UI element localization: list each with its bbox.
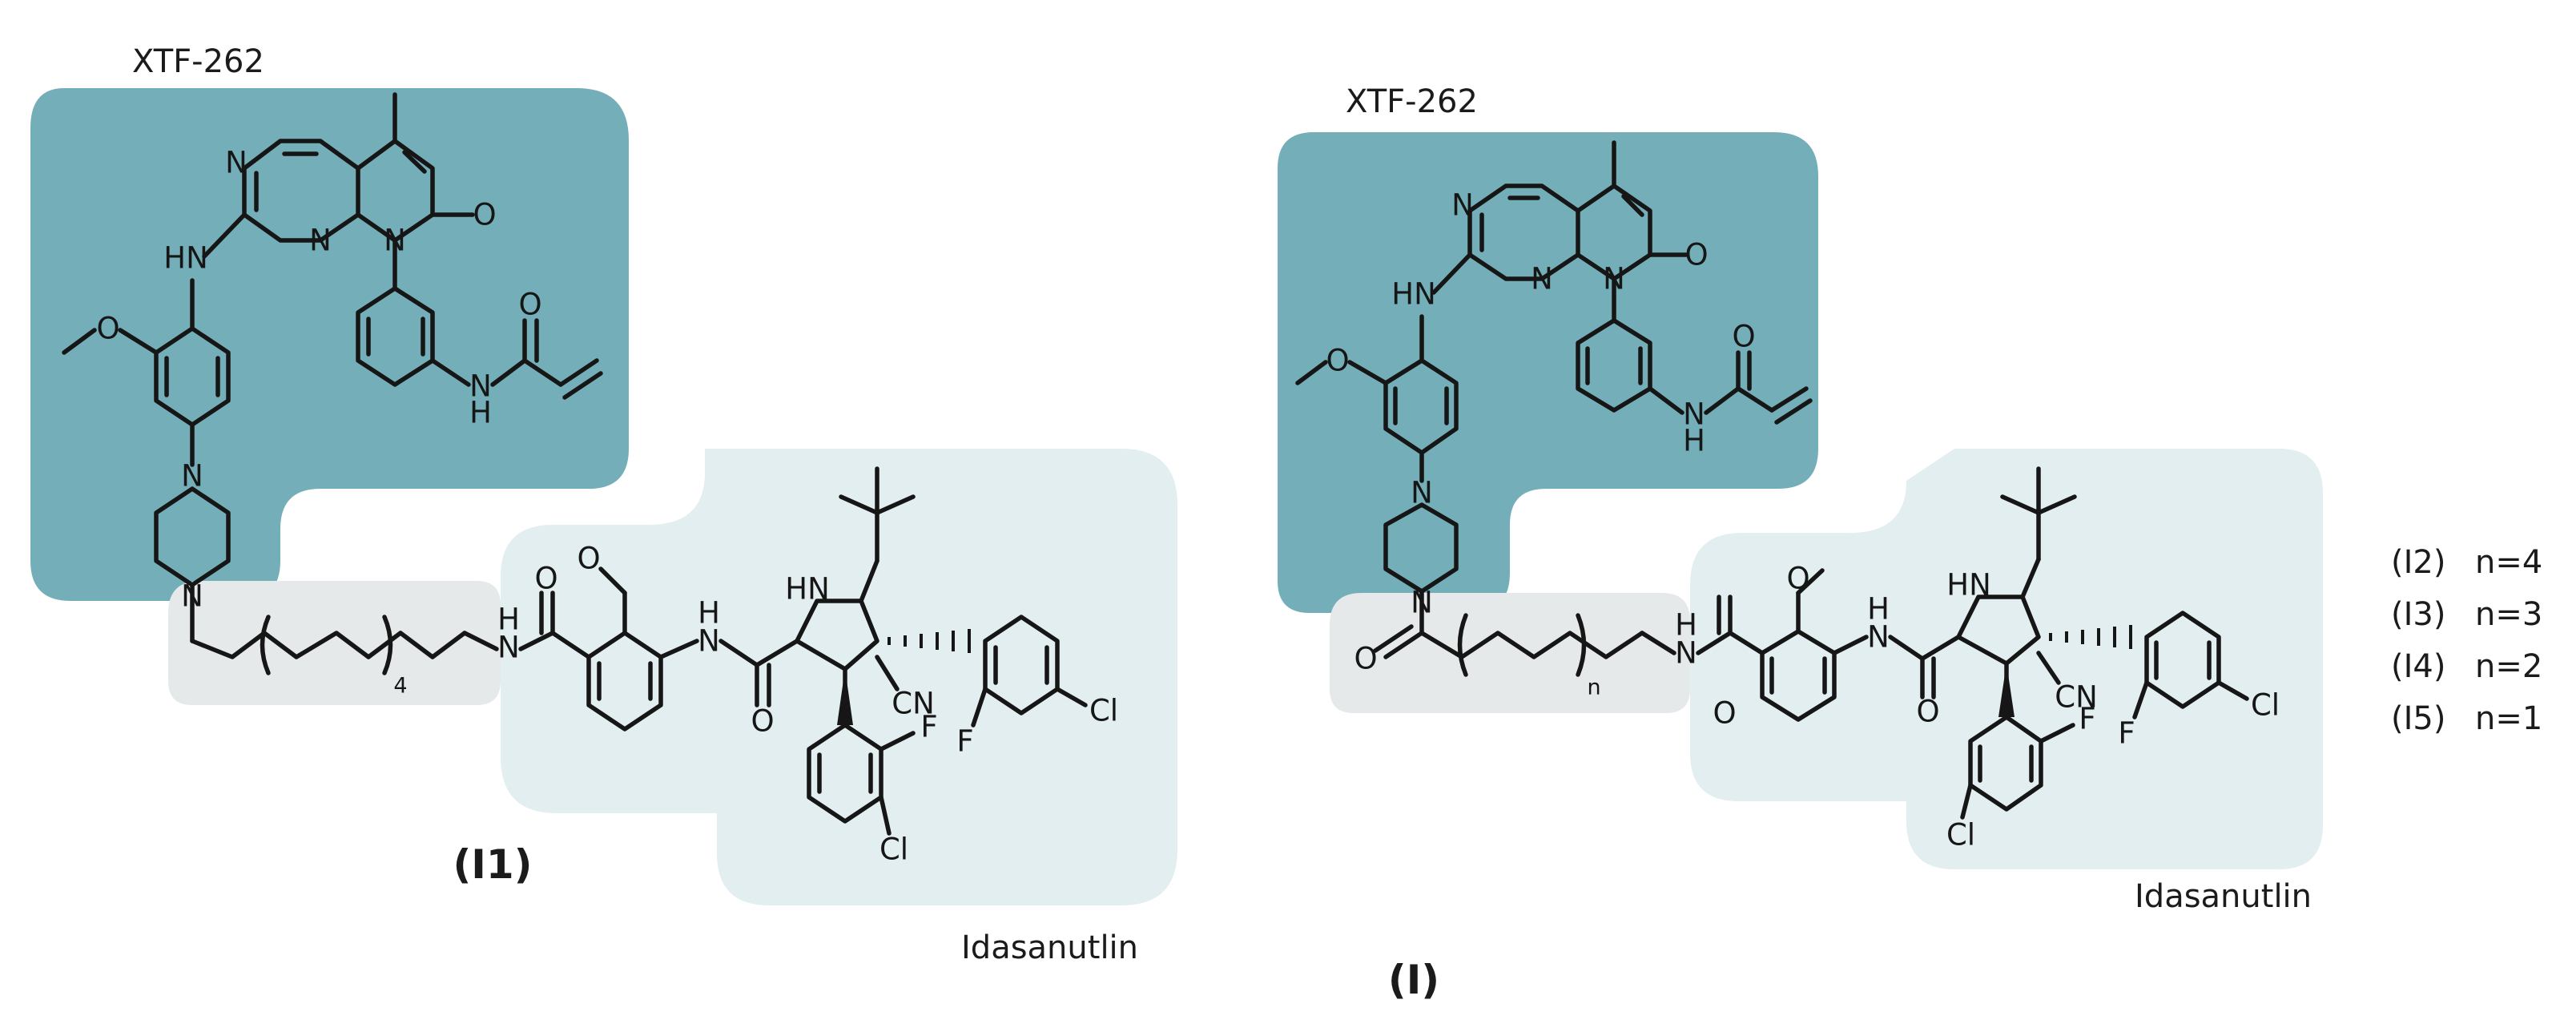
- svg-text:O: O: [751, 704, 774, 739]
- svg-text:N: N: [698, 624, 720, 659]
- xtf262-label-right: XTF-262: [1346, 83, 1478, 120]
- svg-text:N: N: [225, 146, 248, 180]
- svg-text:H: H: [698, 596, 720, 631]
- svg-text:HN: HN: [1946, 568, 1991, 603]
- idasanutlin-region-left: [501, 449, 1177, 905]
- series-item: (I4) n=2: [2391, 648, 2542, 685]
- svg-text:H: H: [469, 396, 492, 430]
- series-item: (I3) n=3: [2391, 596, 2542, 633]
- linker-region-left: [168, 581, 501, 705]
- series-list: (I2) n=4 (I3) n=3 (I4) n=2 (I5) n=1: [2391, 544, 2542, 737]
- svg-text:F: F: [956, 724, 973, 759]
- linker-region-right: [1330, 593, 1690, 713]
- svg-text:n=2: n=2: [2475, 648, 2542, 685]
- svg-text:H: H: [1683, 424, 1705, 458]
- xtf262-label-left: XTF-262: [132, 43, 264, 80]
- svg-text:F: F: [2079, 702, 2095, 736]
- svg-text:N: N: [309, 224, 332, 258]
- atom-labels-right: N N N O HN O N N N H O O n N H O O N H O…: [1326, 188, 2280, 853]
- svg-text:O: O: [518, 288, 541, 322]
- svg-text:O: O: [1354, 642, 1377, 676]
- svg-text:HN: HN: [1391, 277, 1436, 312]
- xtf262-region-right: [1278, 132, 1818, 613]
- svg-text:n: n: [1587, 675, 1600, 700]
- svg-text:N: N: [1867, 620, 1890, 655]
- svg-text:O: O: [96, 312, 119, 346]
- svg-text:H: H: [497, 603, 520, 637]
- svg-text:Cl: Cl: [1089, 694, 1118, 728]
- svg-text:HN: HN: [785, 572, 830, 607]
- svg-text:4: 4: [393, 674, 407, 699]
- xtf262-region-left: [30, 88, 629, 601]
- svg-text:H: H: [1867, 592, 1890, 627]
- svg-text:Cl: Cl: [1946, 818, 1975, 853]
- svg-text:N: N: [181, 579, 203, 614]
- compound-i1-structure: N N N O HN O N N N H O 4 N H O O N H O H…: [30, 43, 1177, 966]
- bonds-left: [62, 92, 1088, 836]
- svg-text:N: N: [1603, 262, 1625, 296]
- idasanutlin-region-right: [1690, 449, 2323, 869]
- svg-text:O: O: [1326, 344, 1349, 378]
- svg-text:(I4): (I4): [2391, 648, 2445, 685]
- compound-label-i: (I): [1388, 957, 1439, 1003]
- series-item: (I2) n=4: [2391, 544, 2542, 581]
- svg-text:N: N: [181, 459, 203, 494]
- svg-text:N: N: [469, 369, 492, 404]
- svg-text:F: F: [920, 710, 937, 744]
- svg-text:O: O: [1732, 320, 1755, 354]
- series-item: (I5) n=1: [2391, 700, 2542, 737]
- svg-text:Cl: Cl: [879, 832, 908, 867]
- svg-text:N: N: [1675, 636, 1697, 671]
- svg-text:n=3: n=3: [2475, 596, 2542, 633]
- svg-text:N: N: [1683, 397, 1705, 432]
- svg-text:O: O: [1713, 696, 1736, 731]
- svg-text:N: N: [1531, 262, 1553, 296]
- atom-labels-left: N N N O HN O N N N H O 4 N H O O N H O H…: [96, 146, 1118, 867]
- bonds-right: [1295, 140, 2249, 820]
- svg-text:O: O: [1786, 562, 1809, 596]
- svg-text:N: N: [1411, 476, 1433, 510]
- svg-text:(I3): (I3): [2391, 596, 2445, 633]
- svg-text:O: O: [577, 542, 600, 576]
- svg-text:N: N: [497, 631, 520, 665]
- svg-text:O: O: [1916, 695, 1939, 729]
- compound-i-structure: N N N O HN O N N N H O O n N H O O N H O…: [1278, 83, 2323, 1003]
- svg-text:F: F: [2118, 716, 2135, 751]
- svg-text:HN: HN: [163, 241, 208, 276]
- svg-text:n=1: n=1: [2475, 700, 2542, 737]
- compound-label-i1: (I1): [453, 841, 532, 888]
- svg-text:N: N: [1451, 188, 1474, 223]
- svg-text:O: O: [1684, 238, 1708, 272]
- svg-text:n=4: n=4: [2475, 544, 2542, 581]
- svg-text:N: N: [384, 224, 406, 258]
- svg-text:(I5): (I5): [2391, 700, 2445, 737]
- svg-text:O: O: [534, 562, 557, 596]
- svg-text:N: N: [1411, 586, 1433, 620]
- idasanutlin-label-left: Idasanutlin: [961, 929, 1138, 966]
- svg-text:Cl: Cl: [2251, 688, 2280, 723]
- svg-text:H: H: [1675, 608, 1697, 643]
- svg-text:(I2): (I2): [2391, 544, 2445, 581]
- svg-text:CN: CN: [892, 687, 935, 721]
- idasanutlin-label-right: Idasanutlin: [2135, 878, 2312, 915]
- svg-text:O: O: [473, 198, 496, 232]
- svg-text:CN: CN: [2055, 680, 2098, 715]
